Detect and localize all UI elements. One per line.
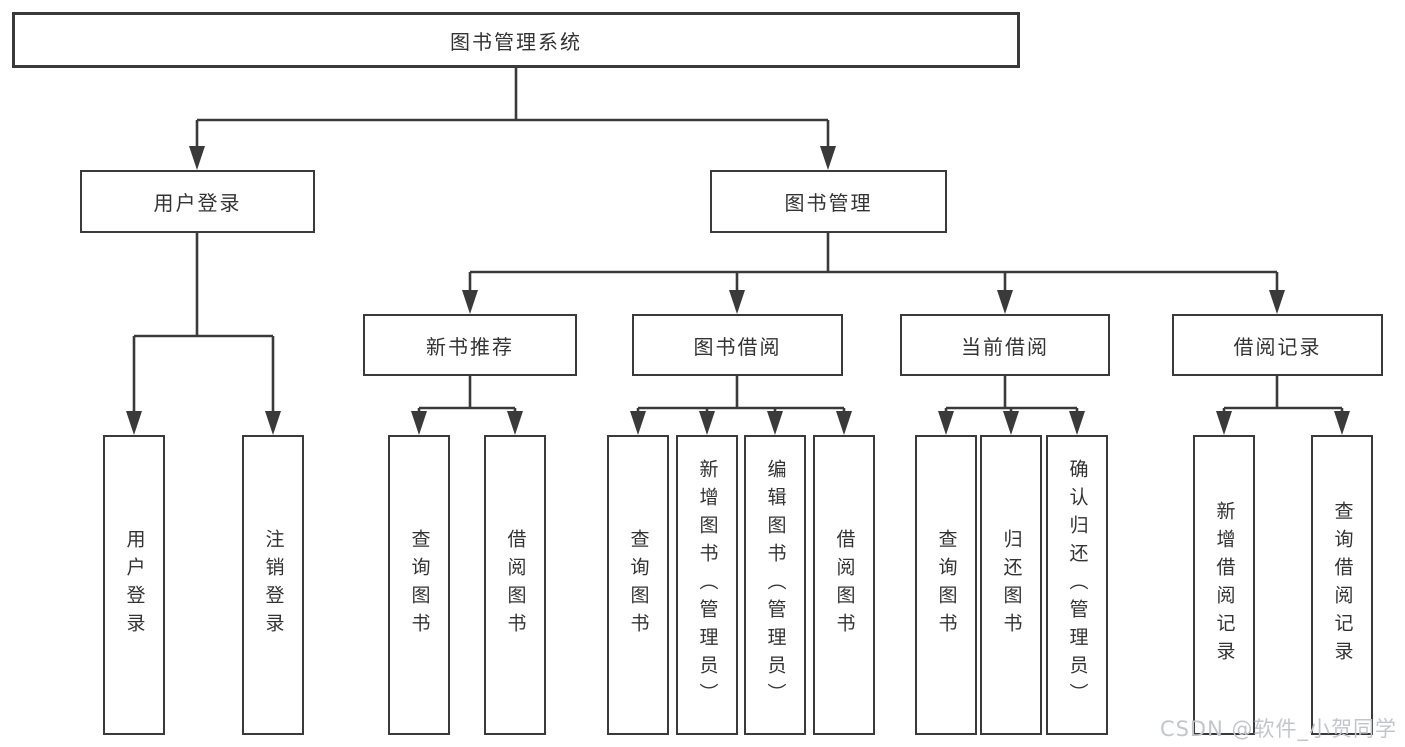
arrow-user-login — [189, 146, 205, 170]
leaf-borrow-books-1-label: 借阅图书 — [504, 529, 527, 641]
edge-current-borrow-children — [944, 376, 1079, 412]
leaf-query-books-2: 查询图书 — [607, 435, 669, 735]
leaf-user-login: 用户登录 — [103, 435, 165, 735]
leaf-borrow-books-2-label: 借阅图书 — [833, 529, 856, 641]
arrow-leaf-add-record — [1216, 411, 1232, 435]
leaf-add-borrow-record: 新增借阅记录 — [1193, 435, 1255, 735]
node-current-borrowing: 当前借阅 — [900, 314, 1110, 376]
leaf-logout: 注销登录 — [242, 435, 304, 735]
arrow-book-mgmt — [820, 146, 836, 170]
arrow-leaf-query-1 — [411, 411, 427, 435]
node-book-borrowing-label: 图书借阅 — [693, 334, 782, 359]
leaf-add-borrow-record-label: 新增借阅记录 — [1213, 501, 1236, 669]
leaf-query-books-3: 查询图书 — [915, 435, 977, 735]
node-new-book-recommend-label: 新书推荐 — [426, 334, 514, 359]
edge-book-mgmt-children — [468, 233, 1279, 292]
leaf-user-login-label: 用户登录 — [123, 529, 146, 641]
leaf-query-books-3-label: 查询图书 — [935, 529, 958, 641]
leaf-return-book: 归还图书 — [980, 435, 1042, 735]
edge-borrow-record-children — [1222, 376, 1344, 412]
leaf-return-book-label: 归还图书 — [1000, 529, 1023, 641]
leaf-query-books-1: 查询图书 — [388, 435, 450, 735]
arrow-leaf-logout — [265, 411, 281, 435]
node-root: 图书管理系统 — [12, 12, 1020, 68]
node-new-book-recommend: 新书推荐 — [363, 314, 577, 376]
leaf-confirm-return-admin: 确认归还（管理员） — [1046, 435, 1108, 735]
leaf-borrow-books-1: 借阅图书 — [484, 435, 546, 735]
arrow-leaf-borrow-2 — [836, 411, 852, 435]
leaf-logout-label: 注销登录 — [262, 529, 285, 641]
node-current-borrowing-label: 当前借阅 — [961, 334, 1049, 359]
leaf-query-books-1-label: 查询图书 — [408, 529, 431, 641]
arrow-leaf-user-login — [126, 411, 142, 435]
arrow-leaf-confirm-return — [1069, 411, 1085, 435]
node-borrowing-records: 借阅记录 — [1172, 314, 1383, 376]
leaf-borrow-books-2: 借阅图书 — [813, 435, 875, 735]
arrow-leaf-query-record — [1334, 411, 1350, 435]
arrow-leaf-query-2 — [630, 411, 646, 435]
arrow-book-borrow — [729, 290, 745, 314]
arrow-new-book — [462, 290, 478, 314]
edge-user-login-children — [132, 233, 275, 413]
leaf-edit-book-admin: 编辑图书（管理员） — [744, 435, 806, 735]
node-borrowing-records-label: 借阅记录 — [1233, 334, 1322, 359]
arrow-borrow-record — [1269, 290, 1285, 314]
node-user-login: 用户登录 — [80, 170, 315, 233]
leaf-query-borrow-record: 查询借阅记录 — [1311, 435, 1373, 735]
arrow-leaf-edit-book — [767, 411, 783, 435]
leaf-query-borrow-record-label: 查询借阅记录 — [1331, 501, 1354, 669]
node-book-mgmt-label: 图书管理 — [784, 191, 873, 215]
node-root-label: 图书管理系统 — [450, 29, 582, 54]
leaf-add-book-admin-label: 新增图书（管理员） — [696, 459, 719, 711]
arrow-leaf-query-3 — [938, 411, 954, 435]
leaf-edit-book-admin-label: 编辑图书（管理员） — [764, 459, 787, 711]
node-book-borrowing: 图书借阅 — [632, 314, 843, 376]
node-book-mgmt: 图书管理 — [710, 170, 947, 233]
arrow-leaf-add-book — [699, 411, 715, 435]
leaf-add-book-admin: 新增图书（管理员） — [676, 435, 738, 735]
arrow-leaf-borrow-1 — [507, 411, 523, 435]
edge-new-book-children — [417, 376, 517, 412]
leaf-query-books-2-label: 查询图书 — [627, 529, 650, 641]
csdn-watermark: CSDN @软件_小贺同学 — [1159, 717, 1397, 741]
arrow-leaf-return — [1003, 411, 1019, 435]
leaf-confirm-return-admin-label: 确认归还（管理员） — [1066, 459, 1089, 711]
arrow-current-borrow — [997, 290, 1013, 314]
edge-root-to-level2 — [195, 68, 830, 148]
edge-book-borrow-children — [636, 376, 846, 412]
node-user-login-label: 用户登录 — [153, 191, 242, 215]
